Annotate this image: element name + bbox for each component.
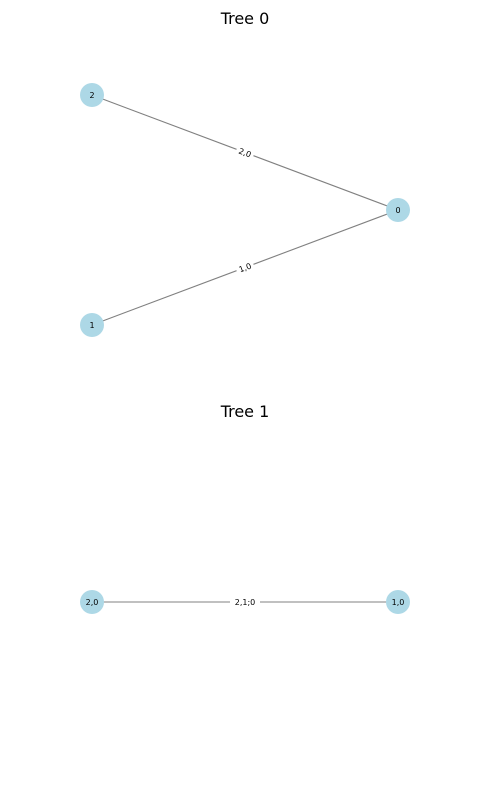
tree-0-nodes: 2 0 1 bbox=[80, 83, 410, 337]
tree-0-node-1-label: 1 bbox=[89, 321, 94, 330]
tree-0-edge-label-1-0-text: 1,0 bbox=[238, 262, 253, 275]
tree-1-node-1-0: 1,0 bbox=[386, 590, 410, 614]
tree-0-node-0: 0 bbox=[386, 198, 410, 222]
tree-1-node-2-0-label: 2,0 bbox=[86, 598, 99, 607]
tree-1-title: Tree 1 bbox=[220, 402, 270, 421]
tree-0-node-0-label: 0 bbox=[395, 206, 400, 215]
tree-0-node-1: 1 bbox=[80, 313, 104, 337]
tree-1-panel: Tree 1 2,1;0 2,0 1,0 bbox=[80, 402, 410, 614]
tree-1-node-2-0: 2,0 bbox=[80, 590, 104, 614]
tree-0-edge-label-2-0-text: 2,0 bbox=[237, 147, 252, 160]
tree-1-edge-labels: 2,1;0 bbox=[230, 596, 260, 608]
tree-0-title: Tree 0 bbox=[220, 9, 270, 28]
tree-1-node-1-0-label: 1,0 bbox=[392, 598, 405, 607]
tree-0-node-2-label: 2 bbox=[89, 91, 94, 100]
tree-0-edges bbox=[91, 94, 399, 326]
tree-0-edge-labels: 2,0 1,0 bbox=[234, 144, 256, 276]
tree-1-edge-label-21-0: 2,1;0 bbox=[230, 596, 260, 608]
tree-1-nodes: 2,0 1,0 bbox=[80, 590, 410, 614]
tree-0-edge-label-1-0: 1,0 bbox=[234, 259, 256, 276]
tree-0-node-2: 2 bbox=[80, 83, 104, 107]
tree-0-panel: Tree 0 2,0 1,0 2 bbox=[80, 9, 410, 337]
tree-1-edge-label-21-0-text: 2,1;0 bbox=[235, 598, 256, 607]
tree-0-edge-label-2-0: 2,0 bbox=[234, 144, 256, 161]
